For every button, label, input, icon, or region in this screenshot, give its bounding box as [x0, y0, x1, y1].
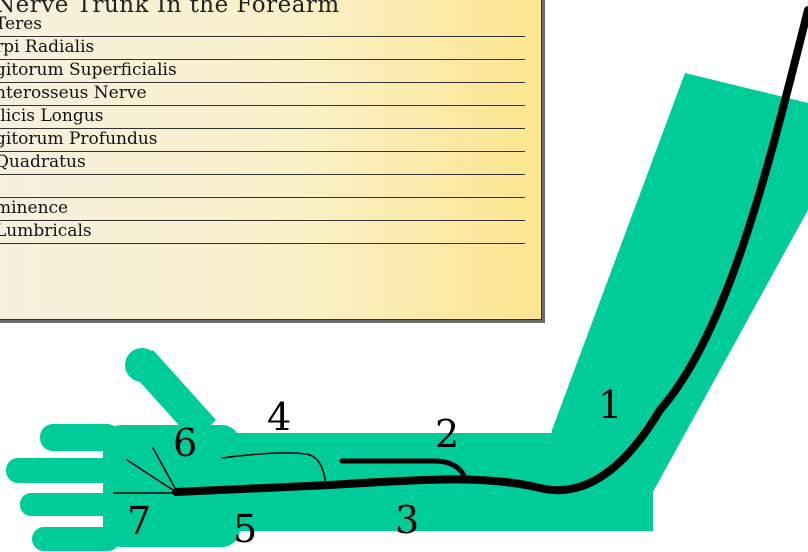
- label-6: 6: [173, 421, 197, 465]
- palm-shape: [103, 425, 240, 547]
- label-1: 1: [598, 383, 622, 427]
- label-3: 3: [395, 498, 419, 542]
- label-5: 5: [233, 507, 257, 551]
- label-2: 2: [435, 412, 459, 456]
- label-4: 4: [267, 395, 291, 439]
- thumb-tip: [125, 348, 159, 382]
- finger-little: [32, 527, 120, 551]
- finger-index: [40, 424, 120, 451]
- label-7: 7: [127, 499, 151, 543]
- finger-middle: [6, 458, 120, 483]
- finger-ring: [20, 493, 120, 516]
